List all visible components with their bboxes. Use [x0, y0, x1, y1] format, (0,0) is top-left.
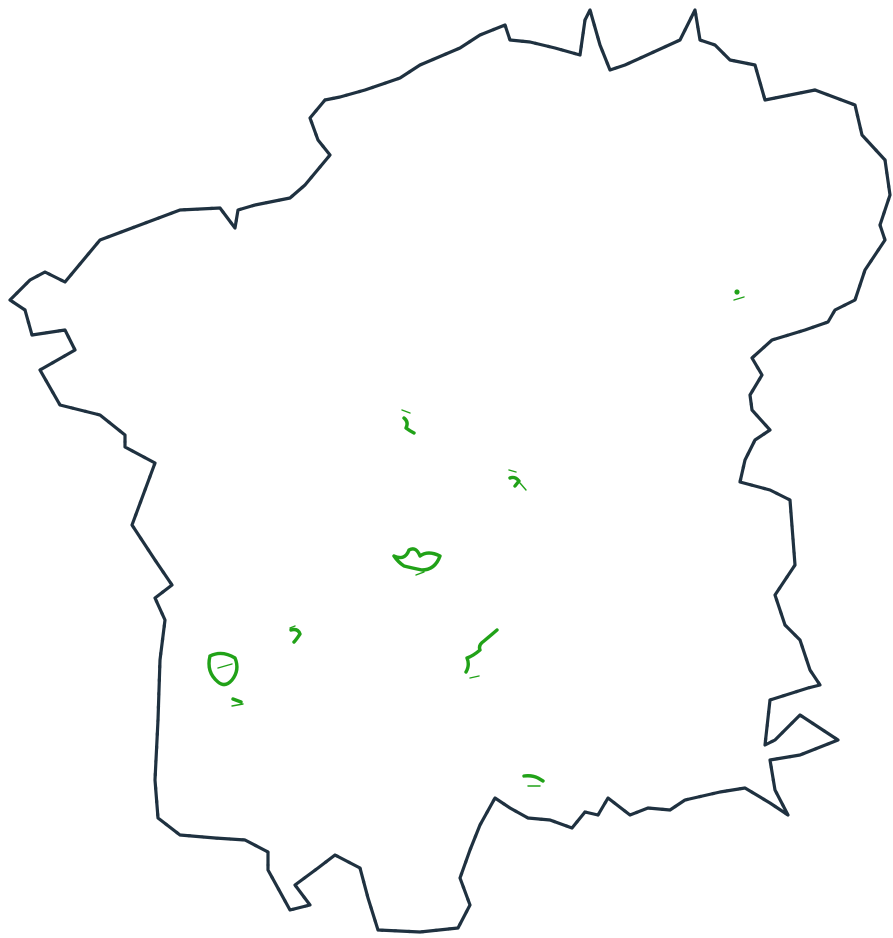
zone-south[interactable]: [522, 774, 545, 787]
zone-edge: [289, 625, 296, 629]
boundary-dash-overlay: [8, 8, 892, 934]
zone-outline: [508, 475, 521, 488]
boundary-outline: [8, 8, 892, 934]
zone-north-center[interactable]: [401, 409, 416, 435]
zone-edge: [733, 296, 745, 301]
zone-outline: [402, 416, 416, 435]
zone-edge: [217, 663, 233, 669]
highlighted-zones: [207, 289, 745, 787]
zone-outline: [464, 628, 499, 674]
zone-west[interactable]: [207, 651, 239, 687]
zone-edge: [415, 571, 425, 576]
zone-outline: [231, 697, 243, 704]
zone-outline: [392, 547, 442, 572]
zone-center-west[interactable]: [289, 625, 302, 644]
zone-edge: [469, 675, 480, 679]
zone-outline: [207, 651, 239, 687]
zone-center-east[interactable]: [508, 469, 527, 491]
zone-center[interactable]: [392, 547, 442, 576]
region-boundary: [8, 8, 892, 934]
zone-edge: [401, 409, 411, 414]
zone-outline: [289, 627, 302, 644]
zone-marker: [734, 289, 740, 295]
zone-south-center[interactable]: [464, 628, 499, 679]
zone-north-east[interactable]: [733, 289, 745, 301]
zone-edge: [231, 703, 244, 707]
zone-edge: [508, 469, 527, 491]
zone-outline: [522, 774, 545, 783]
zone-south-west[interactable]: [231, 697, 244, 707]
